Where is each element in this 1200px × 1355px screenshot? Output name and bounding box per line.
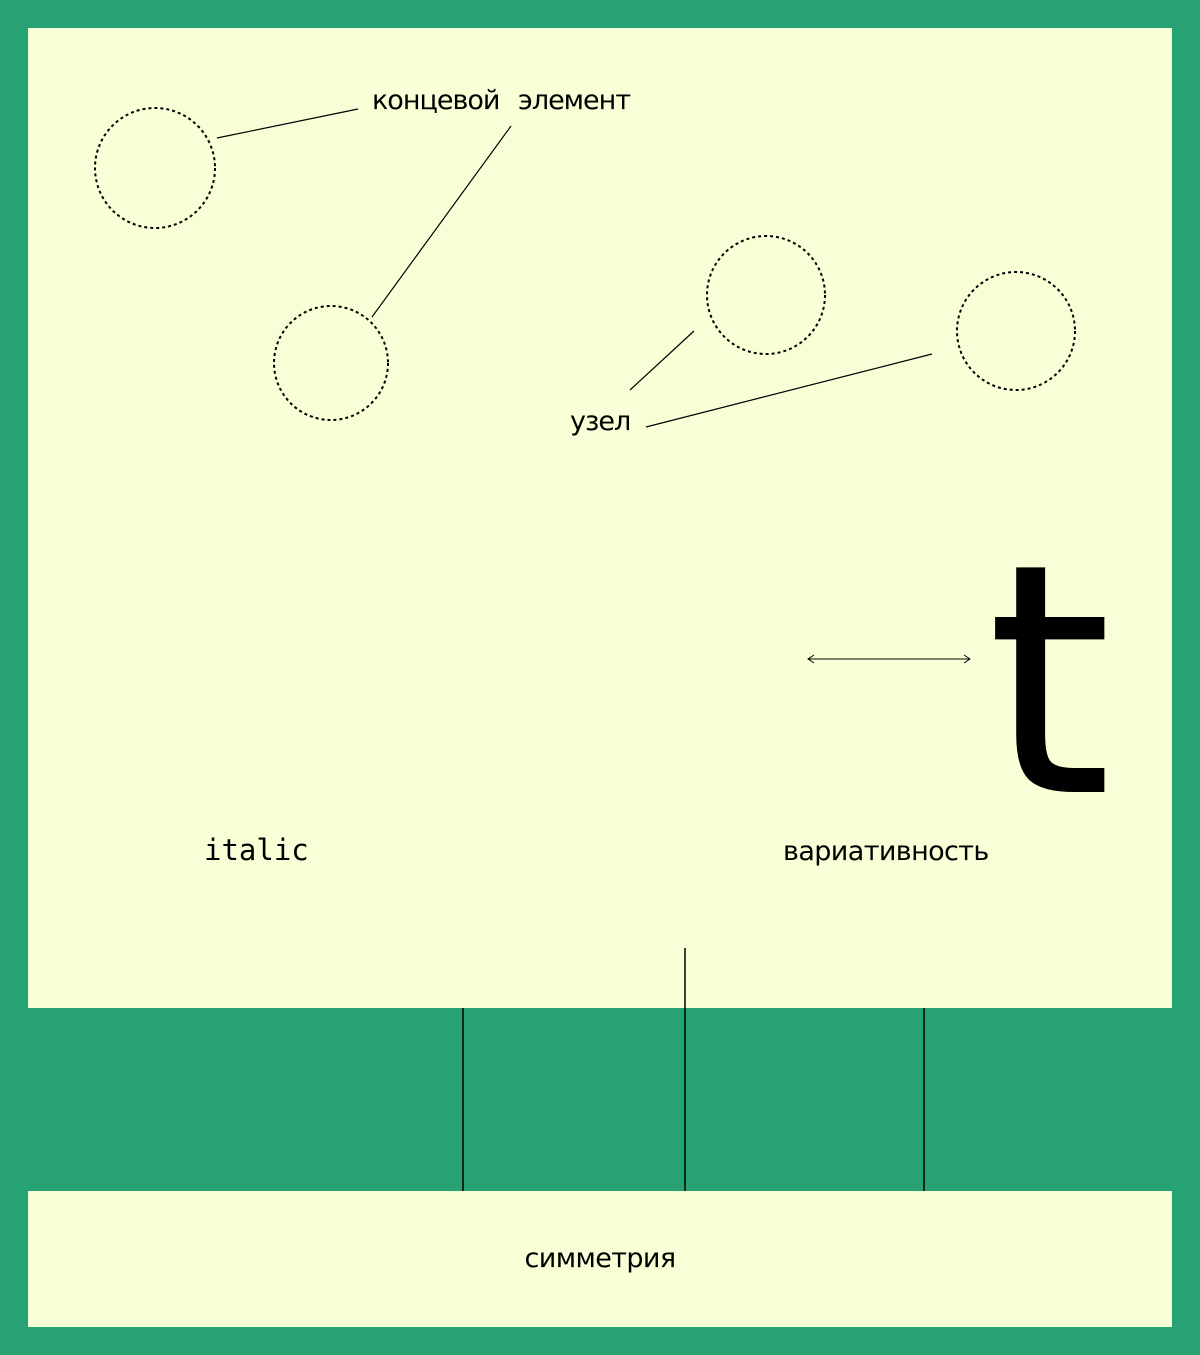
node-leader-line-2 <box>645 353 933 428</box>
terminal-leader-line-2 <box>371 125 512 318</box>
node-label: узел <box>570 406 630 437</box>
glyph-t: t <box>987 496 1112 868</box>
variability-label: вариативность <box>783 836 989 867</box>
node-circle-1 <box>706 235 826 355</box>
italic-label: italic <box>204 833 309 867</box>
bottom-panel <box>28 1191 1172 1327</box>
double-arrow-icon <box>807 654 971 664</box>
top-panel <box>28 28 1172 1008</box>
symmetry-label: симметрия <box>525 1243 676 1274</box>
node-leader-line-1 <box>629 330 695 391</box>
terminal-element-label-word2: элемент <box>518 85 630 116</box>
terminal-circle-2 <box>273 305 389 421</box>
terminal-circle-1 <box>94 107 216 229</box>
terminal-element-label-word1: концевой <box>372 85 499 116</box>
terminal-leader-line-1 <box>216 108 359 139</box>
node-circle-2 <box>956 271 1076 391</box>
